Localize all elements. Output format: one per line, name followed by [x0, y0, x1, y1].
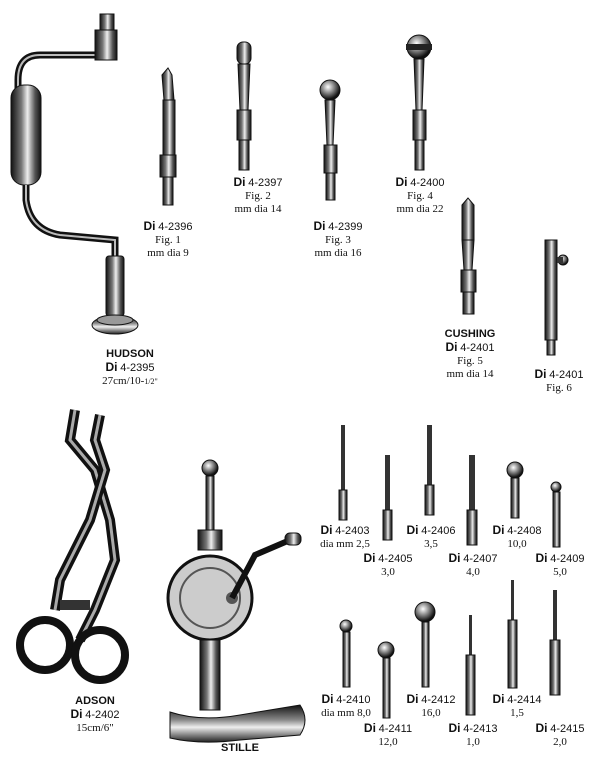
drill-2407-illustration: [466, 455, 478, 546]
drill-2414-illustration: [507, 580, 518, 689]
drill-2413-illustration: [465, 615, 476, 716]
burr-2410-illustration: [339, 619, 353, 688]
item-2415-label: Di 4-2415 2,0: [535, 721, 585, 749]
item-2401-fig6-label: Di 4-2401 Fig. 6: [534, 367, 584, 395]
burr-2408-illustration: [506, 461, 524, 519]
adson-label: ADSON Di 4-2402 15cm/6": [70, 695, 120, 734]
burr-2411-illustration: [377, 641, 395, 719]
burr-2397-illustration: [236, 41, 252, 171]
cushing-label: CUSHING Di 4-2401 Fig. 5 mm dia 14: [444, 328, 496, 380]
adson-illustration: [16, 409, 129, 684]
burr-2399-illustration: [319, 79, 341, 201]
item-2403-label: Di 4-2403 dia mm 2,5: [320, 523, 370, 551]
item-2408-label: Di 4-2408 10,0: [492, 523, 542, 551]
stille-label: STILLE: [221, 742, 259, 754]
drill-2403-illustration: [338, 425, 348, 521]
burr-2412-illustration: [414, 601, 436, 688]
burr-2409-illustration: [550, 481, 562, 548]
item-2411-label: Di 4-2411 12,0: [363, 721, 413, 749]
stille-drill-illustration: [166, 459, 306, 743]
item-2399-label: Di 4-2399 Fig. 3 mm dia 16: [313, 219, 363, 260]
item-2397-label: Di 4-2397 Fig. 2 mm dia 14: [233, 175, 283, 216]
item-2414-label: Di 4-2414 1,5: [492, 692, 542, 720]
hudson-code: 4-2395: [120, 362, 155, 374]
burr-2400-illustration: [406, 34, 432, 171]
item-2409-label: Di 4-2409 5,0: [535, 551, 585, 579]
item-2405-label: Di 4-2405 3,0: [363, 551, 413, 579]
drill-2415-illustration: [549, 590, 561, 696]
item-2413-label: Di 4-2413 1,0: [448, 721, 498, 749]
hudson-size: 27cm/10-1/2": [102, 375, 158, 387]
cushing-perforator-illustration: [460, 197, 477, 315]
item-2410-label: Di 4-2410 dia mm 8,0: [321, 692, 371, 720]
burr-2396-illustration: [159, 67, 177, 206]
item-2400-label: Di 4-2400 Fig. 4 mm dia 22: [395, 175, 445, 216]
hudson-prefix: Di: [105, 360, 118, 374]
hudson-label: HUDSON Di 4-2395 27cm/10-1/2": [75, 348, 185, 388]
drill-2406-illustration: [424, 425, 435, 516]
item-2396-label: Di 4-2396 Fig. 1 mm dia 9: [143, 219, 193, 260]
item-2406-label: Di 4-2406 3,5: [406, 523, 456, 551]
item-2412-label: Di 4-2412 16,0: [406, 692, 456, 720]
hudson-brace-illustration: [10, 13, 139, 335]
drill-2405-illustration: [382, 455, 393, 541]
hudson-name: HUDSON: [106, 348, 154, 360]
adapter-2401-illustration: [544, 239, 569, 356]
item-2407-label: Di 4-2407 4,0: [448, 551, 498, 579]
